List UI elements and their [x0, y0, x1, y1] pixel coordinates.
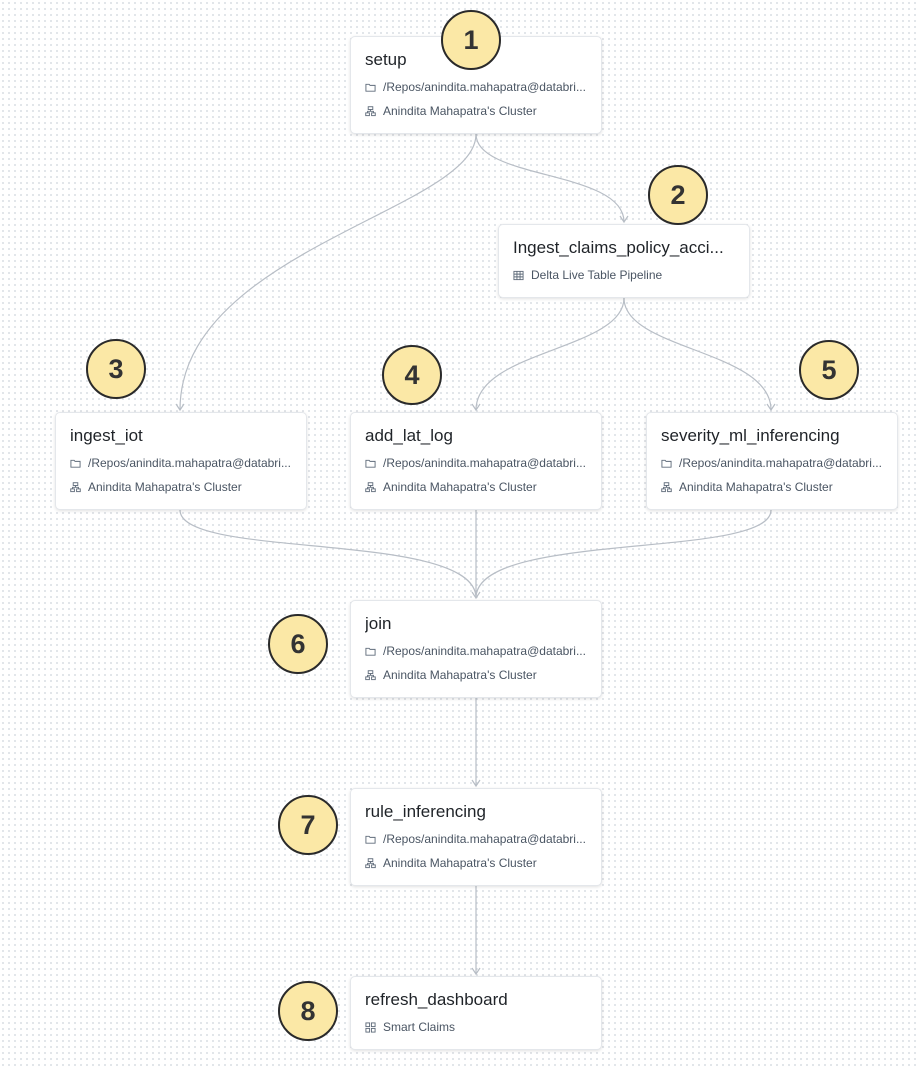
edge-ingest-claims-to-severity — [623, 297, 772, 411]
arrowhead — [471, 967, 481, 976]
folder-icon — [661, 459, 672, 468]
task-name: rule_inferencing — [365, 802, 486, 821]
task-notebook-path: /Repos/anindita.mahapatra@databri... — [661, 455, 883, 471]
path-text: /Repos/anindita.mahapatra@databri... — [383, 456, 586, 470]
arrowhead — [619, 215, 629, 224]
path-text: /Repos/anindita.mahapatra@databri... — [383, 80, 586, 94]
task-notebook-path: /Repos/anindita.mahapatra@databri... — [365, 643, 587, 659]
step-badge-8: 8 — [278, 981, 338, 1041]
task-name: ingest_iot — [70, 426, 143, 445]
cluster-icon — [661, 481, 672, 492]
cluster-icon — [365, 857, 376, 868]
arrowhead — [471, 403, 481, 412]
folder-icon — [365, 647, 376, 656]
arrowhead — [471, 779, 481, 788]
path-text: /Repos/anindita.mahapatra@databri... — [383, 644, 586, 658]
task-card-ingest-iot[interactable]: ingest_iot /Repos/anindita.mahapatra@dat… — [55, 412, 307, 510]
edge-ingest-iot-to-join — [179, 509, 477, 599]
cluster-text: Anindita Mahapatra's Cluster — [88, 480, 242, 494]
task-name: join — [365, 614, 392, 633]
dashboard-text: Smart Claims — [383, 1020, 456, 1034]
cluster-icon — [365, 669, 376, 680]
dashboard-icon — [365, 1021, 376, 1033]
task-card-ingest-claims[interactable]: Ingest_claims_policy_acci... Delta Live … — [498, 224, 750, 298]
cluster-icon — [365, 105, 376, 116]
arrowhead — [471, 591, 481, 600]
step-badge-5: 5 — [799, 340, 859, 400]
task-card-rule-inferencing[interactable]: rule_inferencing /Repos/anindita.mahapat… — [350, 788, 602, 886]
cluster-text: Anindita Mahapatra's Cluster — [383, 668, 537, 682]
step-badge-3: 3 — [86, 339, 146, 399]
table-icon — [513, 270, 524, 280]
edge-setup-to-ingest-iot — [179, 133, 477, 411]
folder-icon — [365, 459, 376, 468]
pipeline-text: Delta Live Table Pipeline — [531, 268, 663, 282]
task-cluster: Anindita Mahapatra's Cluster — [661, 479, 883, 495]
task-name: add_lat_log — [365, 426, 453, 445]
step-badge-4: 4 — [382, 345, 442, 405]
task-dashboard: Smart Claims — [365, 1019, 587, 1035]
folder-icon — [365, 835, 376, 844]
task-notebook-path: /Repos/anindita.mahapatra@databri... — [365, 455, 587, 471]
task-card-add-lat-log[interactable]: add_lat_log /Repos/anindita.mahapatra@da… — [350, 412, 602, 510]
cluster-text: Anindita Mahapatra's Cluster — [383, 480, 537, 494]
folder-icon — [70, 459, 81, 468]
folder-icon — [365, 83, 376, 92]
task-name: refresh_dashboard — [365, 990, 508, 1009]
path-text: /Repos/anindita.mahapatra@databri... — [88, 456, 291, 470]
arrowhead — [175, 403, 185, 412]
arrowhead — [766, 403, 776, 412]
task-card-join[interactable]: join /Repos/anindita.mahapatra@databri..… — [350, 600, 602, 698]
step-badge-2: 2 — [648, 165, 708, 225]
path-text: /Repos/anindita.mahapatra@databri... — [679, 456, 882, 470]
step-badge-6: 6 — [268, 614, 328, 674]
edge-severity-to-join — [475, 509, 772, 599]
task-notebook-path: /Repos/anindita.mahapatra@databri... — [365, 79, 587, 95]
task-name: Ingest_claims_policy_acci... — [513, 238, 724, 257]
cluster-icon — [365, 481, 376, 492]
step-badge-1: 1 — [441, 10, 501, 70]
edge-ingest-claims-to-add-lat-log — [475, 297, 625, 411]
task-card-severity-ml-inferencing[interactable]: severity_ml_inferencing /Repos/anindita.… — [646, 412, 898, 510]
edge-setup-to-ingest-claims — [475, 133, 625, 223]
task-cluster: Anindita Mahapatra's Cluster — [365, 855, 587, 871]
task-cluster: Anindita Mahapatra's Cluster — [365, 667, 587, 683]
task-notebook-path: /Repos/anindita.mahapatra@databri... — [70, 455, 292, 471]
cluster-text: Anindita Mahapatra's Cluster — [383, 104, 537, 118]
task-card-refresh-dashboard[interactable]: refresh_dashboard Smart Claims — [350, 976, 602, 1050]
path-text: /Repos/anindita.mahapatra@databri... — [383, 832, 586, 846]
cluster-text: Anindita Mahapatra's Cluster — [679, 480, 833, 494]
task-cluster: Anindita Mahapatra's Cluster — [365, 479, 587, 495]
task-cluster: Anindita Mahapatra's Cluster — [70, 479, 292, 495]
task-cluster: Anindita Mahapatra's Cluster — [365, 103, 587, 119]
task-name: severity_ml_inferencing — [661, 426, 840, 445]
task-pipeline: Delta Live Table Pipeline — [513, 267, 735, 283]
cluster-text: Anindita Mahapatra's Cluster — [383, 856, 537, 870]
cluster-icon — [70, 481, 81, 492]
task-notebook-path: /Repos/anindita.mahapatra@databri... — [365, 831, 587, 847]
step-badge-7: 7 — [278, 795, 338, 855]
